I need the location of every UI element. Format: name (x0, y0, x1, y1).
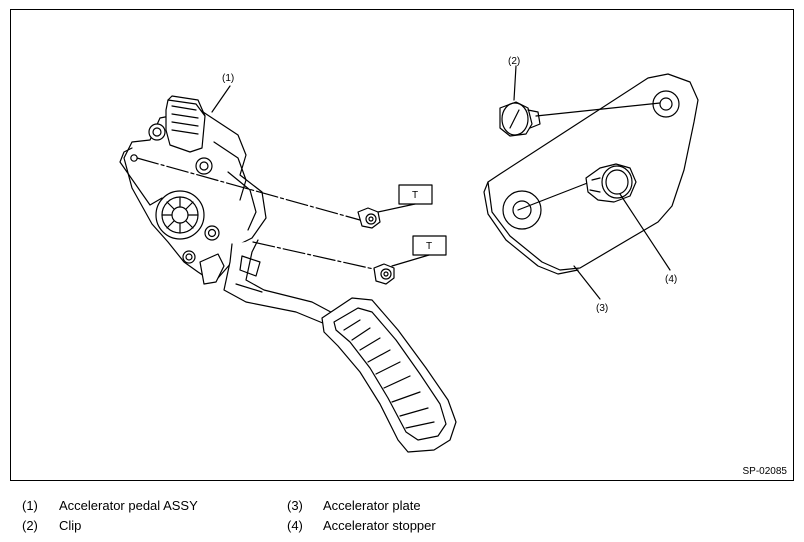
upper-bolt (136, 157, 381, 229)
exploded-view-drawing: (1) (2) (3) (4) T T (119, 56, 699, 453)
legend-label-2: Clip (59, 518, 82, 533)
clip (499, 101, 661, 137)
callout-1: (1) (222, 73, 234, 84)
accelerator-stopper (517, 163, 637, 211)
diagram-frame: SP-02085 (10, 9, 794, 481)
legend-num-2: (2) (22, 518, 38, 533)
legend-label-3: Accelerator plate (323, 498, 421, 513)
callout-3: (3) (596, 303, 608, 314)
accelerator-pedal-assy (119, 95, 457, 453)
legend-label-1: Accelerator pedal ASSY (59, 498, 198, 513)
accelerator-plate (483, 73, 699, 275)
lower-bolt (252, 241, 395, 285)
legend-label-4: Accelerator stopper (323, 518, 436, 533)
callout-2: (2) (508, 56, 520, 67)
callout-4: (4) (665, 274, 677, 285)
legend-num-3: (3) (287, 498, 303, 513)
figure-code: SP-02085 (742, 466, 787, 477)
parts-legend: (1) Accelerator pedal ASSY (2) Clip (3) … (0, 492, 804, 542)
legend-num-1: (1) (22, 498, 38, 513)
torque-label-upper: T (412, 190, 418, 201)
legend-num-4: (4) (287, 518, 303, 533)
torque-label-lower: T (426, 241, 432, 252)
